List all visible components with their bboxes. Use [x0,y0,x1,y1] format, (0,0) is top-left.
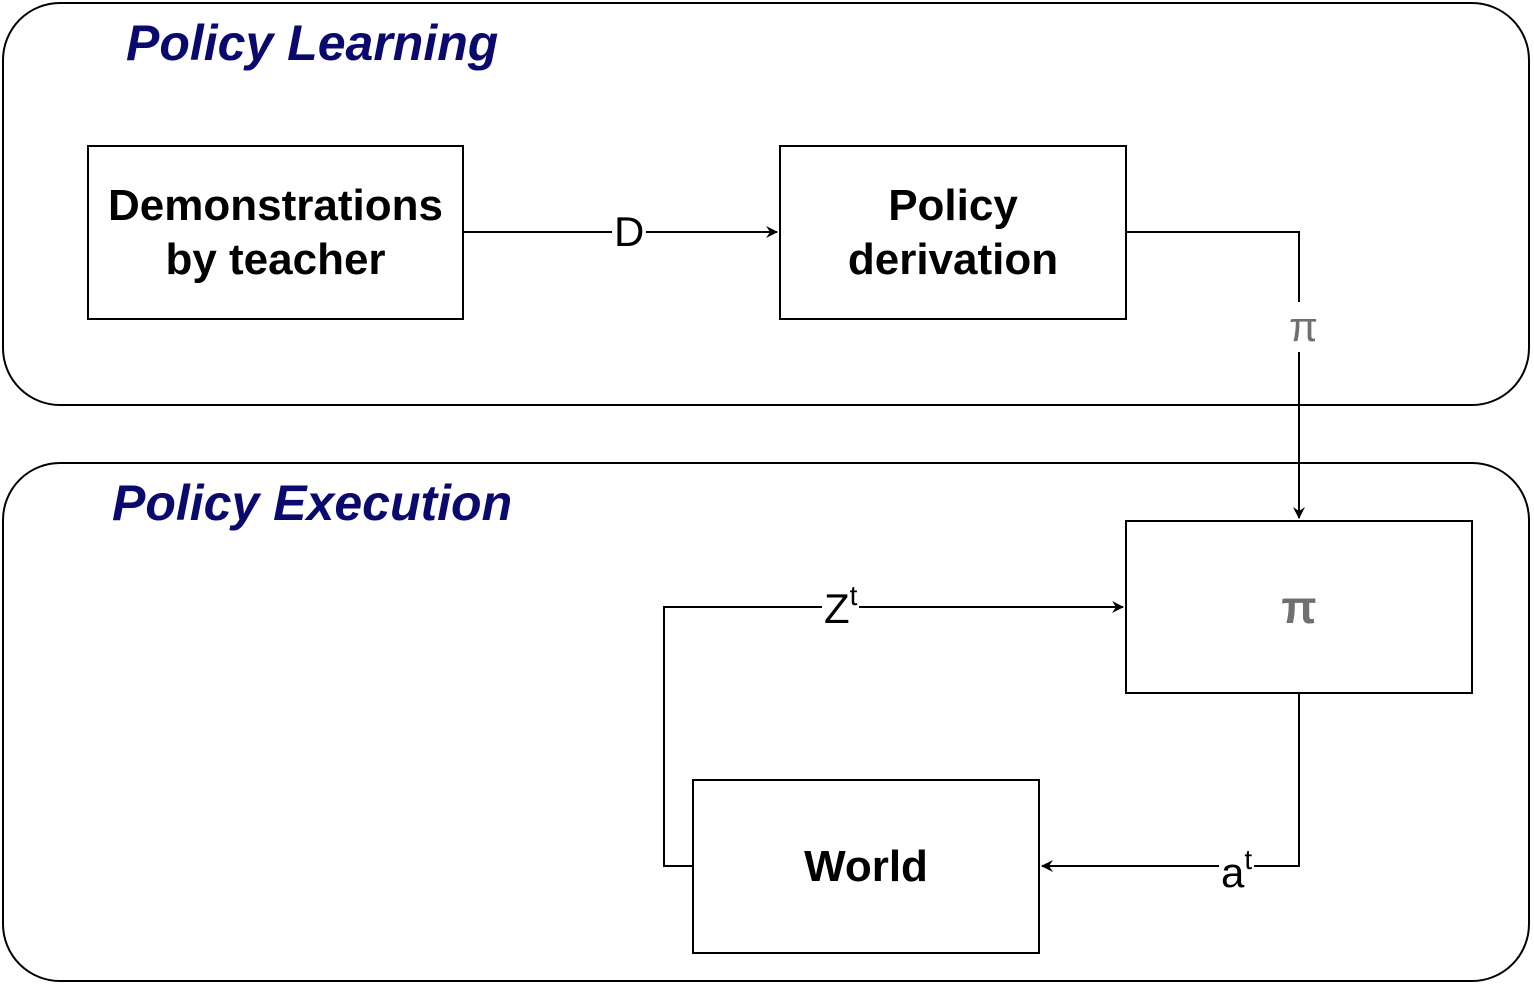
edge-label-zt-base: Z [824,585,850,632]
edge-label-at-base: a [1221,849,1245,896]
edge-derivation-to-policy [1127,231,1305,519]
edge-label-d: D [612,208,647,255]
edge-policy-to-world [1041,694,1300,872]
edge-world-to-policy [663,601,1124,867]
edge-label-at: at [1219,846,1255,896]
edge-label-zt: Zt [822,582,860,632]
policy-derivation-node-line1: Policy [888,180,1018,230]
policy-learning-title: Policy Learning [126,15,499,71]
edge-label-zt-superscript: t [849,580,858,611]
demonstrations-node-line2: by teacher [165,234,386,284]
policy-node: π [1125,520,1473,694]
demonstrations-node-line1: Demonstrations [108,180,443,230]
demonstrations-node: Demonstrations by teacher [87,145,464,320]
world-node-label: World [804,841,928,891]
edge-label-at-superscript: t [1244,844,1253,875]
policy-node-label: π [1281,581,1317,633]
edge-label-pi: π [1287,302,1320,352]
policy-derivation-node-line2: derivation [847,234,1059,284]
policy-derivation-node: Policy derivation [779,145,1127,320]
policy-execution-title: Policy Execution [112,475,513,531]
world-node: World [692,779,1040,954]
